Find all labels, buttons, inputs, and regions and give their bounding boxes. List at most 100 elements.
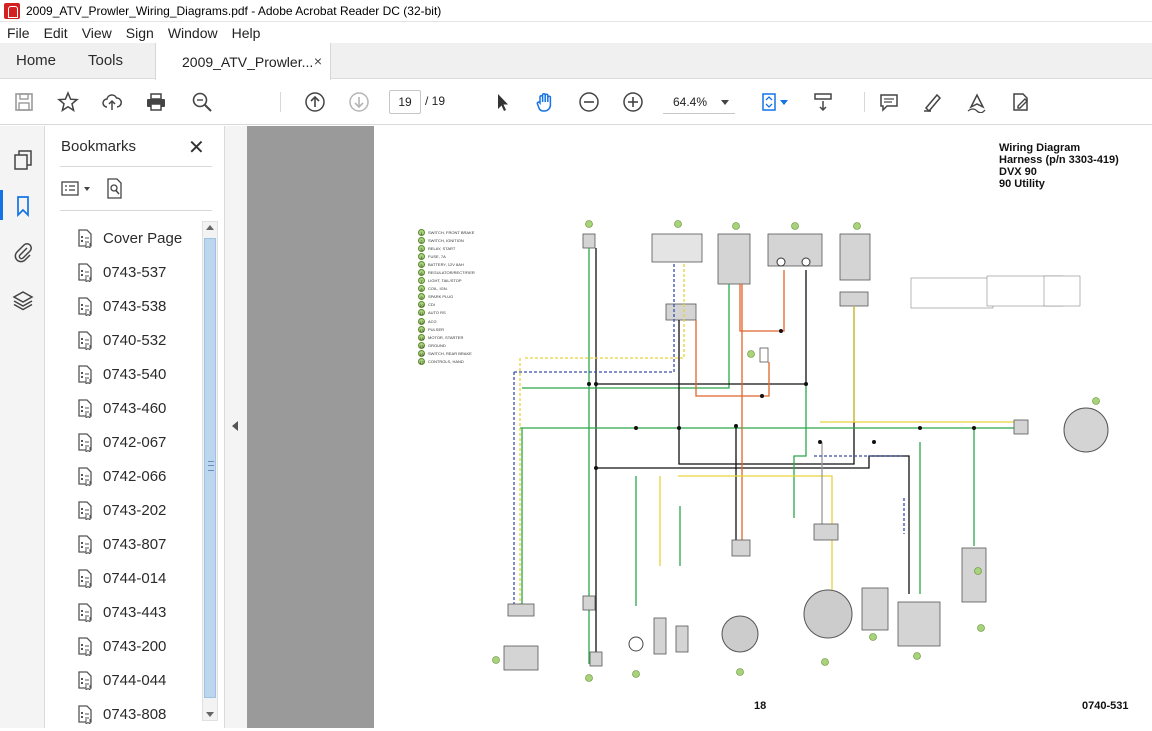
menu-edit[interactable]: Edit bbox=[43, 24, 68, 41]
bookmark-label: 0740-532 bbox=[103, 331, 167, 349]
bookmark-item[interactable]: 0743-537 bbox=[76, 255, 201, 289]
bookmark-label: 0742-067 bbox=[103, 433, 167, 451]
save-icon[interactable] bbox=[12, 90, 36, 114]
toolbar-divider bbox=[864, 92, 865, 112]
scroll-up-icon[interactable] bbox=[206, 225, 214, 230]
collapse-panel-icon[interactable] bbox=[232, 421, 238, 431]
bookmark-label: 0743-200 bbox=[103, 637, 167, 655]
wiring-diagram bbox=[492, 220, 1109, 682]
panel-splitter[interactable] bbox=[224, 126, 247, 728]
junction-dot bbox=[779, 329, 783, 333]
fit-page-icon[interactable] bbox=[758, 90, 782, 114]
menu-view[interactable]: View bbox=[81, 24, 112, 41]
previous-page-icon[interactable] bbox=[303, 90, 327, 114]
component-number-badge bbox=[674, 220, 682, 228]
acg-rotor bbox=[803, 589, 853, 639]
bookmark-item[interactable]: 0743-202 bbox=[76, 493, 201, 527]
component-number-badge bbox=[869, 633, 877, 641]
left-rail bbox=[0, 126, 45, 728]
bookmark-item[interactable]: 0743-807 bbox=[76, 527, 201, 561]
tab-document-label: 2009_ATV_Prowler... bbox=[182, 53, 314, 70]
zoom-select[interactable]: 64.4% bbox=[663, 90, 735, 114]
component-box bbox=[653, 617, 667, 655]
tail-light bbox=[1063, 407, 1109, 453]
junction-dot bbox=[818, 440, 822, 444]
comment-icon[interactable] bbox=[877, 90, 901, 114]
bookmark-item[interactable]: 0742-066 bbox=[76, 459, 201, 493]
upload-cloud-icon[interactable] bbox=[100, 90, 124, 114]
find-bookmark-icon[interactable] bbox=[107, 178, 122, 199]
legend-text: ACG bbox=[428, 318, 437, 324]
page-thumbnails-icon[interactable] bbox=[9, 146, 37, 174]
zoom-in-icon[interactable] bbox=[621, 90, 645, 114]
zoom-search-icon[interactable] bbox=[190, 90, 214, 114]
bookmarks-scrollbar[interactable] bbox=[202, 221, 218, 721]
legend-number: 8 bbox=[418, 285, 425, 293]
zoom-value: 64.4% bbox=[673, 95, 708, 109]
bookmark-item[interactable]: 0744-044 bbox=[76, 663, 201, 697]
bookmark-item[interactable]: 0742-067 bbox=[76, 425, 201, 459]
print-icon[interactable] bbox=[144, 90, 168, 114]
legend-number: 10 bbox=[418, 301, 425, 309]
edit-pdf-icon[interactable] bbox=[1008, 90, 1032, 114]
bookmark-item[interactable]: 0743-538 bbox=[76, 289, 201, 323]
next-page-icon[interactable] bbox=[347, 90, 371, 114]
select-arrow-icon[interactable] bbox=[490, 90, 514, 114]
hand-tool-icon[interactable] bbox=[533, 90, 557, 114]
menu-window[interactable]: Window bbox=[167, 24, 218, 41]
menu-file[interactable]: File bbox=[7, 24, 30, 41]
scroll-down-icon[interactable] bbox=[206, 712, 214, 717]
close-tab-icon[interactable]: × bbox=[313, 53, 322, 69]
tab-home[interactable]: Home bbox=[16, 52, 57, 69]
component-box bbox=[1013, 419, 1029, 435]
star-icon[interactable] bbox=[56, 90, 80, 114]
page-total: / 19 bbox=[425, 94, 446, 108]
bookmark-label: 0744-014 bbox=[103, 569, 167, 587]
junction-dot bbox=[872, 440, 876, 444]
fit-page-dropdown-icon[interactable] bbox=[779, 90, 789, 114]
legend-number: 2 bbox=[418, 236, 425, 244]
legend-text: SWITCH, FRONT BRAKE bbox=[428, 229, 475, 235]
component-box bbox=[717, 233, 751, 285]
scrollbar-thumb[interactable] bbox=[204, 238, 216, 698]
bookmark-item[interactable]: 0744-014 bbox=[76, 561, 201, 595]
bookmark-item[interactable]: 0743-808 bbox=[76, 697, 201, 731]
bookmark-options-icon[interactable] bbox=[61, 181, 90, 196]
bookmark-item[interactable]: 0743-200 bbox=[76, 629, 201, 663]
legend-text: CONTROLS, HAND bbox=[428, 359, 464, 365]
fill-sign-icon[interactable] bbox=[964, 90, 988, 114]
menu-sign[interactable]: Sign bbox=[125, 24, 154, 41]
bookmark-item[interactable]: 0743-540 bbox=[76, 357, 201, 391]
scroll-mode-icon[interactable] bbox=[811, 90, 835, 114]
legend-number: 9 bbox=[418, 293, 425, 301]
switch-table bbox=[1043, 275, 1081, 307]
bookmark-item[interactable]: Cover Page bbox=[76, 221, 201, 255]
zoom-out-icon[interactable] bbox=[577, 90, 601, 114]
bookmark-icon[interactable] bbox=[9, 192, 37, 220]
bookmark-item[interactable]: 0743-443 bbox=[76, 595, 201, 629]
close-icon[interactable]: ✕ bbox=[188, 137, 205, 159]
tab-document[interactable]: 2009_ATV_Prowler... × bbox=[155, 43, 331, 80]
toolbar-divider bbox=[280, 92, 281, 112]
legend-text: FUSE, 7A bbox=[428, 253, 446, 259]
bookmark-page-icon bbox=[78, 705, 92, 724]
menu-help[interactable]: Help bbox=[231, 24, 261, 41]
diagram-model: DVX 90 bbox=[999, 166, 1037, 178]
attachment-icon[interactable] bbox=[9, 238, 37, 266]
starter-motor bbox=[721, 615, 759, 653]
highlight-pen-icon[interactable] bbox=[920, 90, 944, 114]
divider bbox=[60, 166, 212, 167]
layers-icon[interactable] bbox=[9, 286, 37, 314]
document-viewport[interactable]: Wiring Diagram Harness (p/n 3303-419) DV… bbox=[247, 126, 1152, 728]
tab-tools[interactable]: Tools bbox=[88, 52, 124, 69]
bookmark-label: Cover Page bbox=[103, 229, 183, 247]
bookmark-page-icon bbox=[78, 331, 92, 350]
legend-text: RELAY, START bbox=[428, 245, 456, 251]
wire bbox=[596, 455, 910, 594]
bookmark-item[interactable]: 0743-460 bbox=[76, 391, 201, 425]
bookmark-item[interactable]: 0740-532 bbox=[76, 323, 201, 357]
page-number-input[interactable]: 19 bbox=[389, 90, 421, 114]
